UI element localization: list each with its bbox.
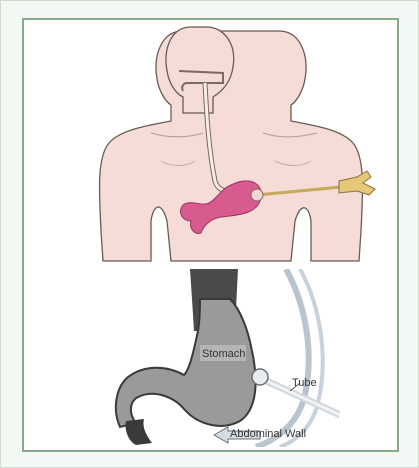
stomach-cross-section: Stomach Tube Abdominal Wall [90,269,340,447]
torso-illustration [91,21,391,266]
label-abdominal-wall: Abdominal Wall [230,428,306,440]
label-tube: Tube [292,377,317,389]
label-stomach: Stomach [202,348,245,360]
